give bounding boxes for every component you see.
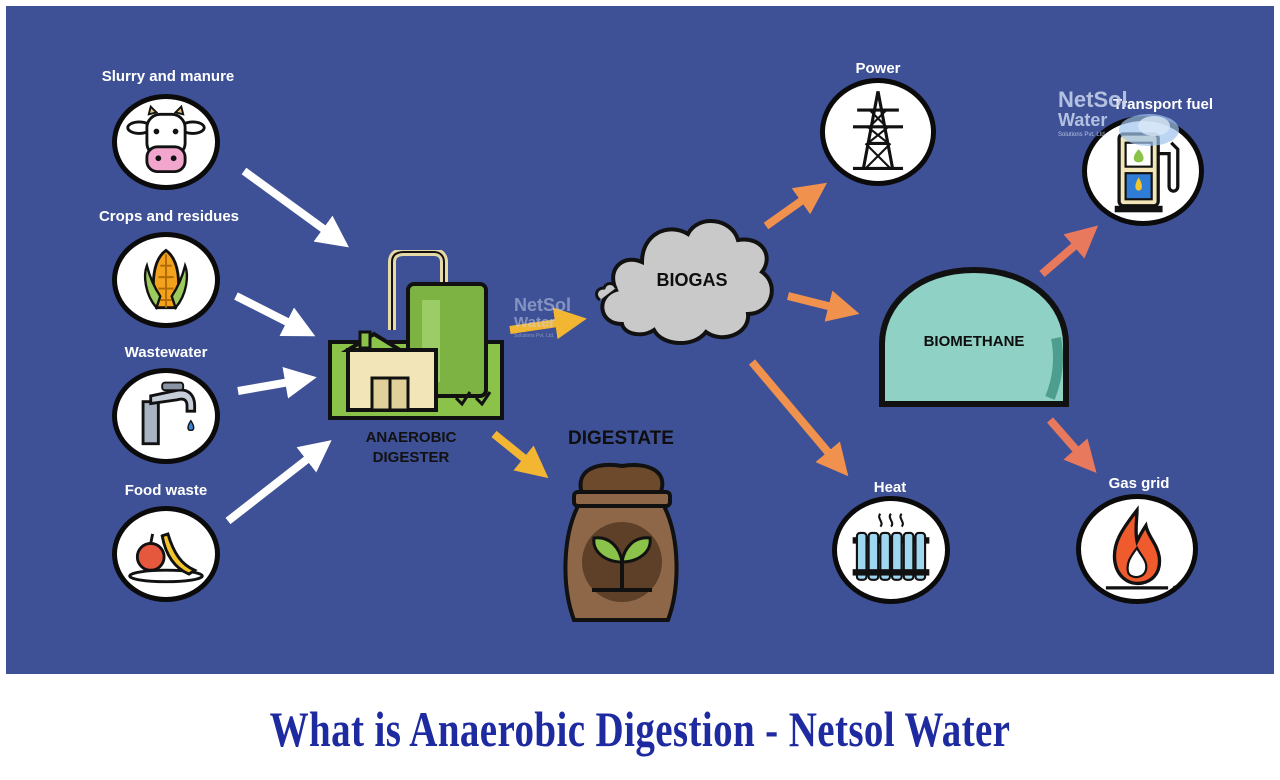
- digestate-bag-icon: [563, 462, 679, 622]
- arrow-biomethane-to-transport: [1039, 225, 1099, 278]
- arrow-biogas-to-heat: [748, 359, 849, 477]
- biomethane-label: BIOMETHANE: [923, 333, 1025, 350]
- arrow-biogas-to-power: [763, 182, 828, 230]
- label-gas-grid: Gas grid: [1108, 475, 1170, 492]
- power-tower-icon: [820, 78, 936, 186]
- label-transport-fuel: Transport fuel: [1112, 96, 1213, 113]
- watermark-top-right: NetSol Water Solutions Pvt. Ltd.: [1058, 87, 1128, 140]
- arrow-biogas-to-biomethane: [787, 290, 860, 322]
- flame-icon: [1076, 494, 1198, 604]
- watermark-brand: NetSol: [1058, 87, 1128, 112]
- footer: [0, 674, 1280, 780]
- label-power: Power: [855, 60, 901, 77]
- food-plate-icon: [112, 506, 220, 602]
- watermark-center-sub: Water: [514, 314, 556, 331]
- arrow-wastewater-to-digester: [237, 366, 317, 399]
- cow-icon: [112, 94, 220, 190]
- label-food-waste: Food waste: [124, 482, 208, 499]
- watermark-center-tag: Solutions Pvt. Ltd.: [514, 333, 555, 339]
- faucet-icon: [112, 368, 220, 464]
- arrow-crops-to-digester: [234, 292, 316, 337]
- label-wastewater: Wastewater: [124, 344, 208, 361]
- arrows-layer: [225, 167, 1099, 525]
- page-title: What is Anaerobic Digestion - Netsol Wat…: [269, 701, 1011, 757]
- watermark-drop-icon: [1119, 114, 1179, 146]
- digester-label: ANAEROBIC DIGESTER: [336, 428, 486, 468]
- arrow-digester-to-biogas: [509, 307, 587, 340]
- label-crops-residues: Crops and residues: [98, 208, 240, 225]
- arrow-manure-to-digester: [241, 167, 349, 248]
- biomethane-dome: [879, 266, 1069, 407]
- label-heat: Heat: [873, 479, 907, 496]
- diagram-canvas: Slurry and manure Crops and residues Was…: [6, 6, 1274, 674]
- biogas-cloud-icon: [595, 219, 774, 346]
- anaerobic-digester-icon: [328, 250, 504, 420]
- arrow-digester-to-digestate: [491, 430, 549, 479]
- digester-label-line1: ANAEROBIC: [365, 429, 457, 446]
- digestate-label: DIGESTATE: [568, 428, 674, 449]
- watermark-center-brand: NetSol: [514, 295, 572, 315]
- watermark-sub: Water: [1058, 110, 1108, 130]
- arrow-food-to-digester: [225, 440, 332, 525]
- digester-label-line2: DIGESTER: [372, 449, 450, 466]
- arrow-biomethane-to-gasgrid: [1046, 417, 1097, 474]
- watermark-center: NetSol Water Solutions Pvt. Ltd.: [514, 296, 571, 340]
- biogas-label: BIOGAS: [656, 270, 728, 290]
- label-slurry-manure: Slurry and manure: [101, 68, 235, 85]
- radiator-icon: [832, 496, 950, 604]
- watermark-tag: Solutions Pvt. Ltd.: [1058, 132, 1107, 138]
- corn-icon: [112, 232, 220, 328]
